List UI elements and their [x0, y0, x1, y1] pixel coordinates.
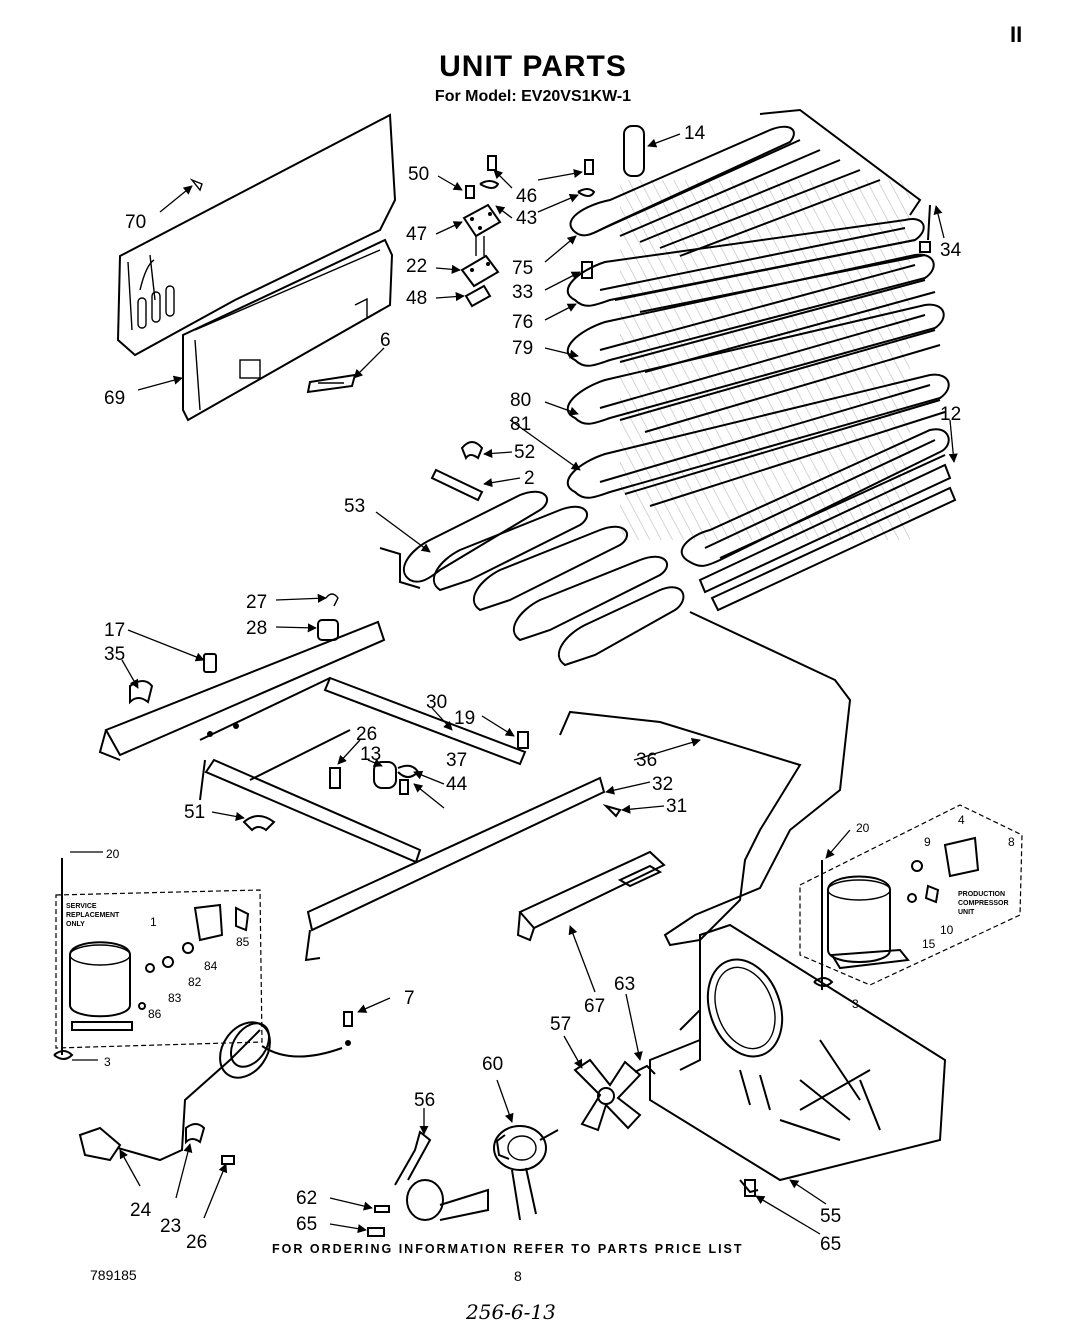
callout-23: 23 [160, 1216, 181, 1237]
callout-36: 36 [636, 750, 657, 771]
callout-51: 51 [184, 802, 205, 823]
refrigerant-tubing [559, 611, 852, 947]
callout-1: 1 [150, 915, 157, 929]
callout-53: 53 [344, 496, 365, 517]
production-compressor-inset [799, 804, 1023, 990]
inset-right-label: PRODUCTION [958, 891, 1005, 898]
hinge-hardware [460, 155, 596, 308]
callout-4: 4 [958, 813, 965, 827]
callout-26-cord: 26 [186, 1232, 207, 1253]
callout-20-left: 20 [106, 847, 120, 861]
callout-30: 30 [426, 692, 447, 713]
machine-compartment [649, 923, 947, 1197]
callout-9: 9 [924, 835, 931, 849]
rear-panel-assembly [116, 113, 397, 422]
drier-tube [623, 125, 645, 177]
callout-15: 15 [922, 937, 936, 951]
callout-46: 46 [516, 186, 537, 207]
callout-84: 84 [204, 959, 218, 973]
fan-bracket [516, 850, 666, 942]
page-number: 8 [514, 1268, 522, 1284]
ordering-note: FOR ORDERING INFORMATION REFER TO PARTS … [272, 1242, 744, 1256]
callout-10: 10 [940, 923, 954, 937]
callout-47: 47 [406, 224, 427, 245]
callout-13: 13 [360, 744, 381, 765]
svg-text:REPLACEMENT: REPLACEMENT [66, 912, 120, 919]
small-clips [430, 441, 484, 502]
base-frame [98, 593, 622, 962]
callout-48: 48 [406, 288, 427, 309]
callout-3-left: 3 [104, 1055, 111, 1069]
callout-65-bracket: 65 [296, 1214, 317, 1235]
fan-motor [493, 1125, 559, 1221]
callout-34: 34 [940, 240, 962, 261]
power-cord [78, 1011, 353, 1165]
callout-20-right: 20 [856, 821, 870, 835]
svg-text:ONLY: ONLY [66, 921, 85, 928]
motor-bracket [367, 1130, 489, 1237]
callout-22: 22 [406, 256, 427, 277]
callout-55: 55 [820, 1206, 841, 1227]
page-title: UNIT PARTS [439, 50, 627, 83]
callout-26-frame: 26 [356, 724, 377, 745]
callout-75: 75 [512, 258, 533, 279]
callout-60: 60 [482, 1054, 503, 1075]
service-compressor-inset: SERVICE REPLACEMENT ONLY [53, 858, 263, 1060]
callout-37: 37 [446, 750, 467, 771]
callout-50: 50 [408, 164, 429, 185]
evaporator-coil-stack [566, 108, 957, 612]
callout-14: 14 [684, 123, 706, 144]
callout-35: 35 [104, 644, 125, 665]
callout-8: 8 [1008, 835, 1015, 849]
callout-69: 69 [104, 388, 125, 409]
callout-17: 17 [104, 620, 125, 641]
callout-43: 43 [516, 208, 537, 229]
corner-mark: II [1010, 22, 1023, 47]
callout-24: 24 [130, 1200, 152, 1221]
callout-labels: 70 50 46 47 43 22 48 14 75 33 34 76 79 8… [104, 123, 1015, 1255]
callout-70: 70 [125, 212, 146, 233]
model-subtitle: For Model: EV20VS1KW-1 [434, 88, 632, 105]
callout-79: 79 [512, 338, 533, 359]
callout-65-compartment: 65 [820, 1234, 841, 1255]
callout-27: 27 [246, 592, 267, 613]
leader-lines [70, 133, 958, 1235]
callout-3-right: 3 [852, 997, 859, 1011]
callout-31: 31 [666, 796, 687, 817]
handwritten-note: 256-6-13 [466, 1300, 556, 1324]
condenser-coil [379, 490, 685, 667]
svg-text:UNIT: UNIT [958, 909, 975, 916]
callout-6: 6 [380, 330, 391, 351]
callout-28: 28 [246, 618, 267, 639]
callout-86: 86 [148, 1007, 162, 1021]
callout-32: 32 [652, 774, 673, 795]
callout-85: 85 [236, 935, 250, 949]
svg-text:COMPRESSOR: COMPRESSOR [958, 900, 1009, 907]
callout-44: 44 [446, 774, 468, 795]
callout-7: 7 [404, 988, 415, 1009]
callout-19: 19 [454, 708, 475, 729]
callout-63: 63 [614, 974, 635, 995]
callout-2: 2 [524, 468, 535, 489]
callout-56: 56 [414, 1090, 435, 1111]
callout-67: 67 [584, 996, 605, 1017]
callout-80: 80 [510, 390, 531, 411]
condenser-fan [573, 1058, 656, 1132]
callout-76: 76 [512, 312, 533, 333]
callout-82: 82 [188, 975, 202, 989]
callout-81: 81 [510, 414, 531, 435]
callout-57: 57 [550, 1014, 571, 1035]
inset-left-label: SERVICE [66, 903, 97, 910]
callout-62: 62 [296, 1188, 317, 1209]
callout-33: 33 [512, 282, 533, 303]
callout-12: 12 [940, 404, 961, 425]
callout-52: 52 [514, 442, 535, 463]
callout-83: 83 [168, 991, 182, 1005]
document-number: 789185 [90, 1267, 137, 1283]
